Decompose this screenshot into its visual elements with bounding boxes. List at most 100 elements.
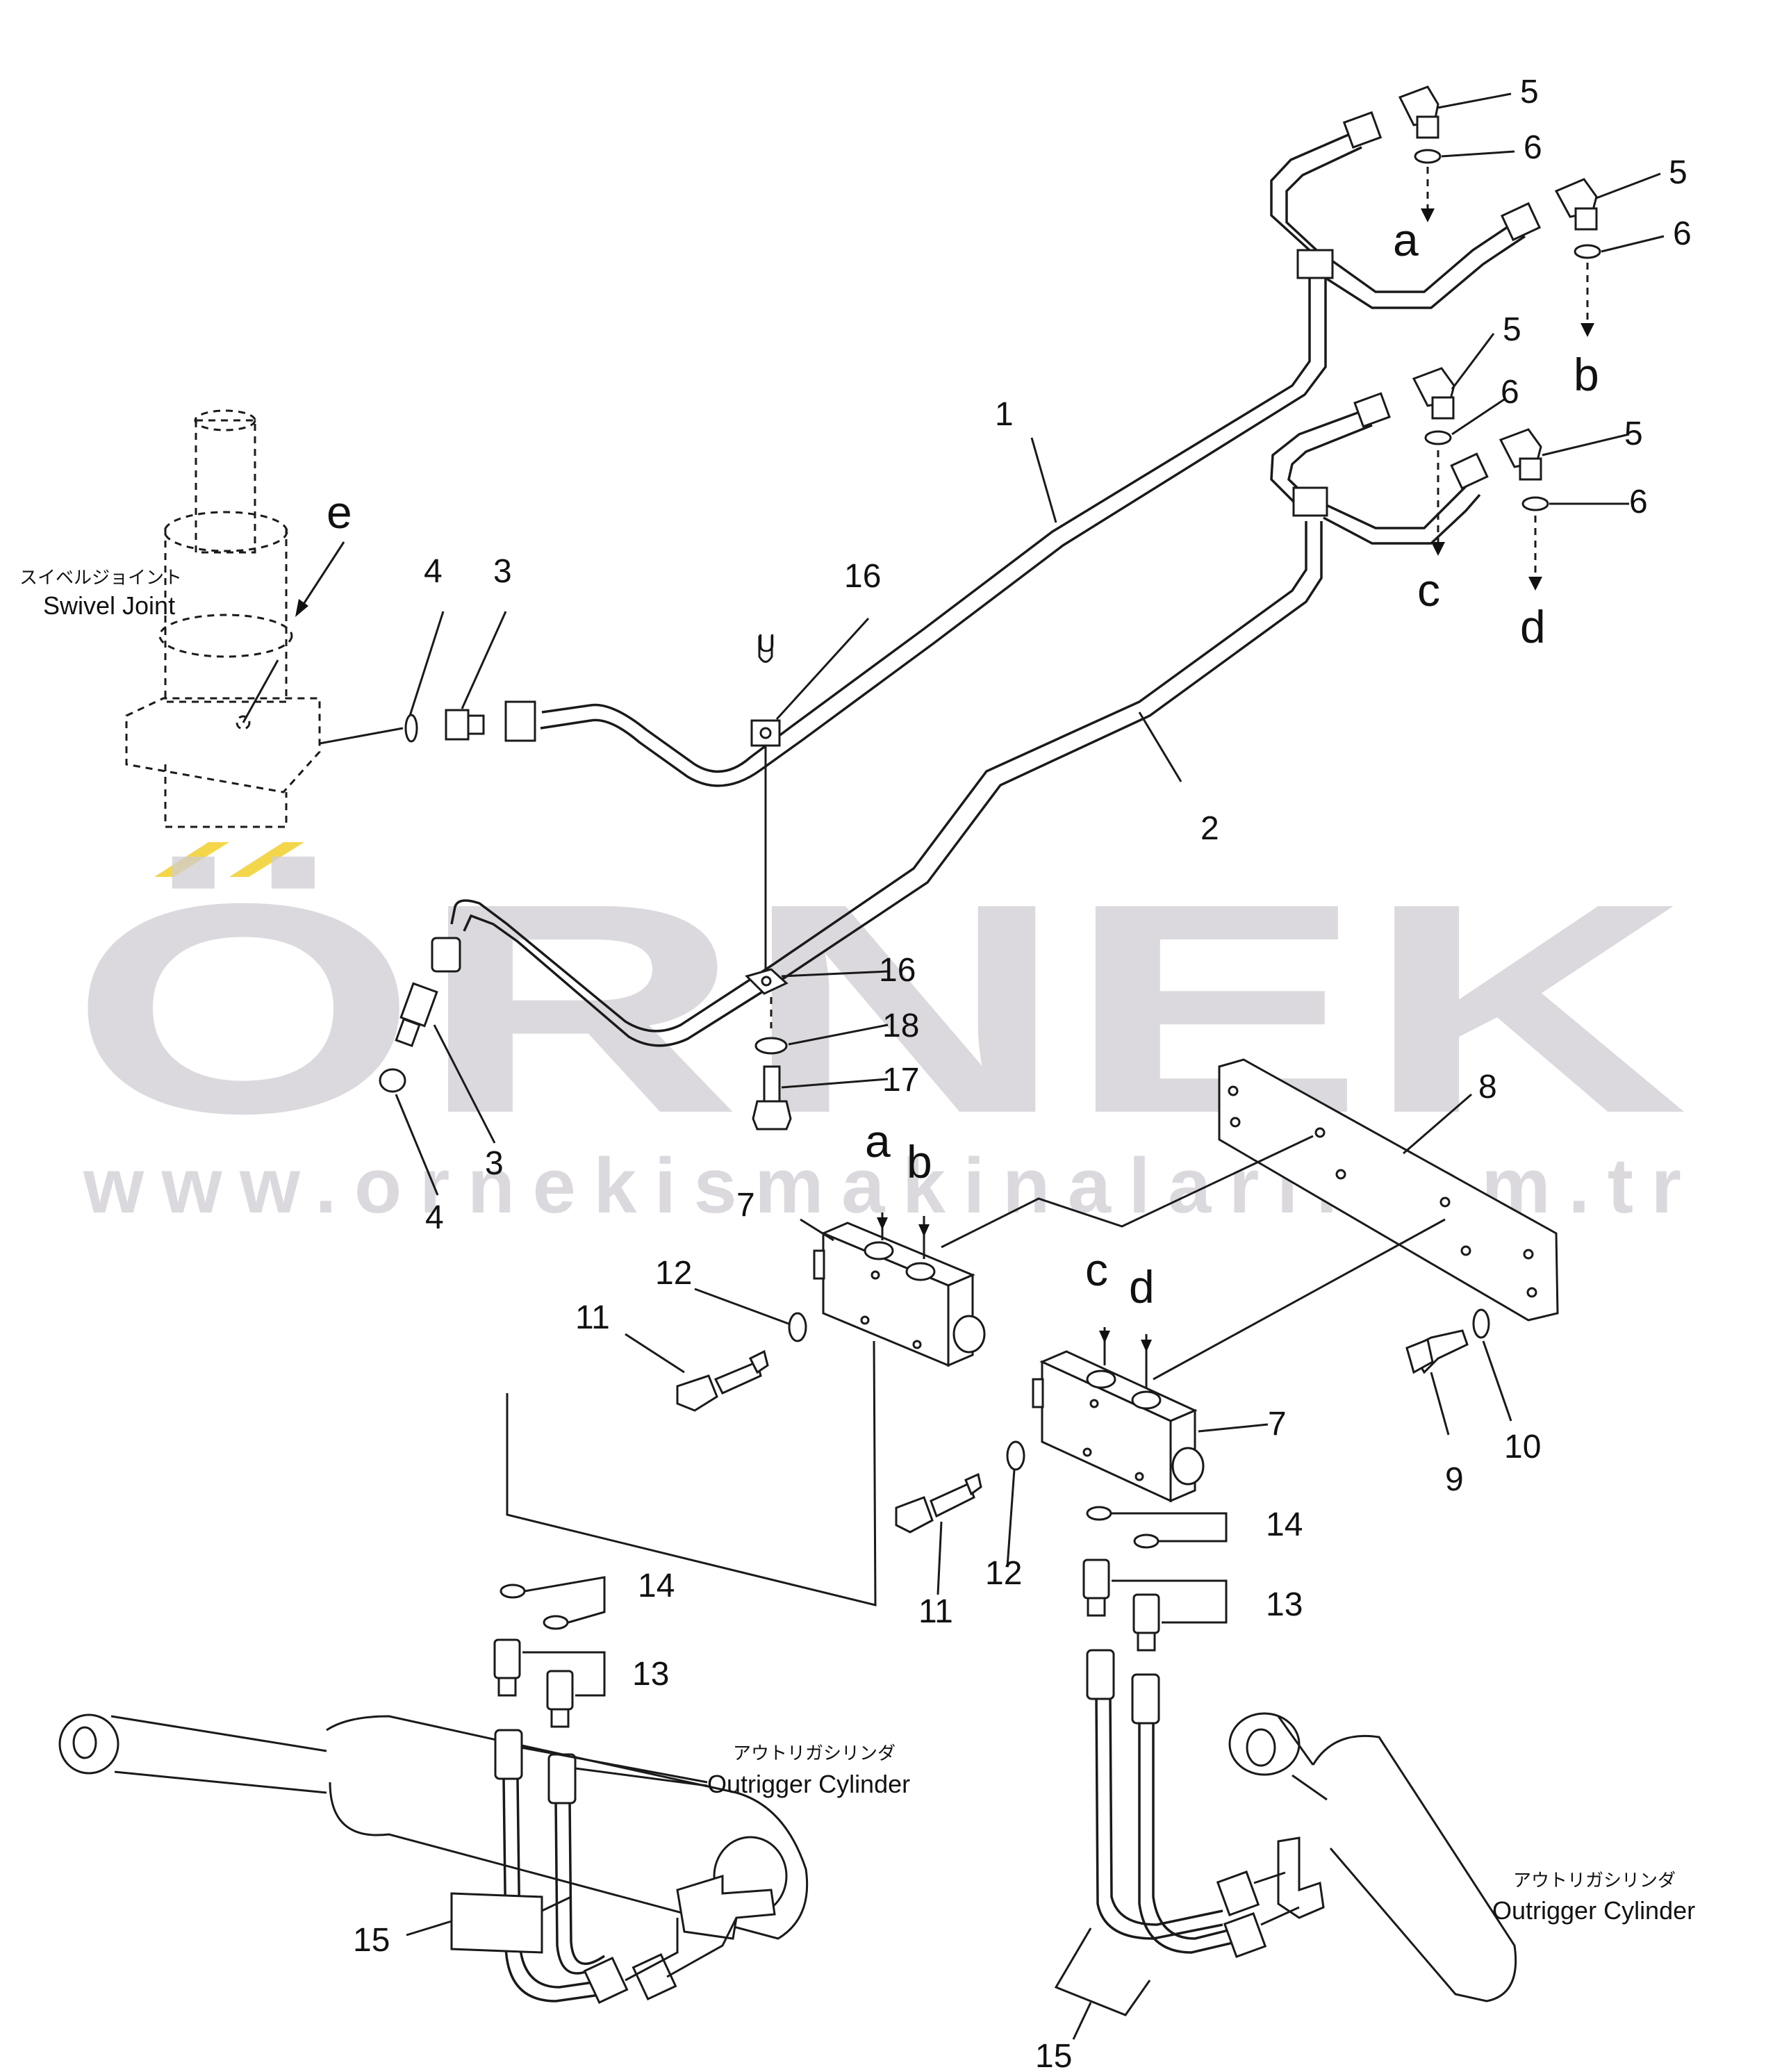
o-ring-6-a [1414, 149, 1442, 164]
port-c-label: c [1417, 564, 1440, 616]
port-d-label: d [1520, 601, 1546, 652]
plate-mount-lines [877, 1135, 1446, 1388]
outrigger-cylinder-right [1228, 1712, 1517, 2003]
part-8-label: 8 [1478, 1069, 1497, 1105]
o-ring-6-d [1521, 496, 1549, 511]
part-7-label-left: 7 [736, 1187, 755, 1224]
part-6-label-a: 6 [1524, 129, 1542, 166]
plate-8 [1218, 1058, 1559, 1322]
port-b-label: b [1574, 349, 1599, 400]
part-14-label-left: 14 [638, 1568, 675, 1604]
part-5-label-c: 5 [1503, 311, 1521, 348]
o-ring-14-left-a [500, 1584, 526, 1599]
part-16-label-upper: 16 [844, 558, 881, 595]
outrigger-cylinder-left [58, 1713, 809, 1940]
clamp-16-lower [745, 968, 789, 995]
part-4-label-upper: 4 [424, 553, 443, 590]
washer-10 [1472, 1308, 1490, 1339]
watermark-accent-right [229, 842, 304, 877]
bolt-11-lower [895, 1472, 982, 1534]
fittings-13-right [1082, 1559, 1228, 1652]
elbow-5-b [1554, 178, 1598, 231]
o-ring-6-b [1574, 244, 1601, 259]
part-14-label-right: 14 [1266, 1506, 1303, 1543]
swivel-joint [125, 409, 321, 828]
part-9-label: 9 [1445, 1461, 1464, 1498]
clamp-u-label: U [757, 629, 775, 657]
part-10-label: 10 [1504, 1429, 1541, 1465]
block-port-c-label: c [1085, 1244, 1108, 1295]
part-2-label: 2 [1200, 810, 1219, 847]
pipe-1 [540, 264, 1327, 787]
o-ring-14-right-b [1133, 1534, 1160, 1549]
part-5-label-d: 5 [1624, 416, 1643, 452]
pipe-2 [450, 521, 1323, 1047]
part-6-label-d: 6 [1629, 484, 1648, 520]
part-3-label-lower: 3 [485, 1145, 504, 1182]
fitting-3-lower [395, 937, 461, 1048]
outrigger-left-label: Outrigger Cylinder [707, 1770, 910, 1798]
swivel-joint-jp-label: スイベルジョイント [19, 568, 182, 589]
bolt-17 [752, 1065, 792, 1130]
o-ring-4-lower [379, 1068, 406, 1093]
pipe-1-tee-a [1270, 111, 1542, 309]
valve-block-7-right [1032, 1350, 1205, 1503]
watermark-accent-left [154, 842, 229, 877]
elbow-5-c [1412, 367, 1455, 420]
part-11-label-lower: 11 [918, 1593, 953, 1630]
fitting-3-upper [445, 700, 536, 742]
part-6-label-b: 6 [1673, 215, 1692, 252]
left-block-bracket [506, 1340, 877, 1606]
part-5-label-a: 5 [1520, 74, 1539, 110]
port-e-arrowhead [295, 599, 308, 617]
bolt-9 [1405, 1329, 1469, 1374]
elbow-5-a [1398, 85, 1439, 139]
part-16-label-lower: 16 [879, 952, 916, 989]
bolt-11-upper [676, 1349, 769, 1412]
outrigger-left-jp-label: アウトリガシリンダ [733, 1743, 896, 1764]
part-7-label-right: 7 [1268, 1406, 1287, 1442]
part-17-label: 17 [882, 1062, 919, 1099]
part-13-label-left: 13 [632, 1656, 669, 1693]
part-15-label-left: 15 [353, 1922, 390, 1959]
block-port-a-label: a [865, 1115, 891, 1167]
washer-18 [754, 1037, 788, 1055]
valve-block-7-left [813, 1222, 986, 1367]
part-1-label: 1 [995, 396, 1014, 433]
port-a-label: a [1393, 214, 1419, 265]
outrigger-right-label: Outrigger Cylinder [1492, 1896, 1695, 1925]
watermark-brand: ÖRNEK [69, 842, 1688, 1176]
part-12-label-lower: 12 [985, 1555, 1022, 1592]
hoses-15-left [494, 1729, 738, 2004]
swivel-joint-label: Swivel Joint [43, 591, 175, 620]
part-3-label-upper: 3 [493, 553, 512, 590]
o-ring-14-left-b [543, 1615, 569, 1630]
part-5-label-b: 5 [1669, 154, 1687, 191]
o-ring-4-upper [404, 714, 418, 743]
hoses-15-right [1086, 1649, 1300, 1958]
block-port-b-label: b [907, 1136, 932, 1187]
elbow-5-d [1499, 428, 1542, 481]
o-ring-14-right-a [1086, 1506, 1112, 1521]
washer-12-upper [788, 1312, 807, 1342]
part-15-label-right: 15 [1035, 2038, 1072, 2072]
port-arrows [1421, 167, 1594, 591]
part-13-label-right: 13 [1266, 1586, 1303, 1623]
part-11-label-upper: 11 [575, 1299, 610, 1336]
part-6-label-c: 6 [1501, 374, 1519, 411]
outrigger-right-jp-label: アウトリガシリンダ [1513, 1870, 1676, 1891]
washer-12-lower [1006, 1440, 1025, 1471]
part-4-label-lower: 4 [425, 1199, 444, 1236]
o-ring-6-c [1424, 430, 1452, 445]
part-12-label-upper: 12 [655, 1255, 692, 1292]
clamp-16-upper [750, 636, 781, 747]
port-e-label: e [327, 486, 352, 538]
fittings-13-left [493, 1638, 606, 1728]
swivel-leader [319, 727, 404, 745]
part-18-label: 18 [882, 1008, 919, 1044]
port-e-arrow [297, 541, 345, 612]
pipe-2-tee-c [1270, 392, 1489, 545]
block-port-d-label: d [1129, 1261, 1155, 1313]
